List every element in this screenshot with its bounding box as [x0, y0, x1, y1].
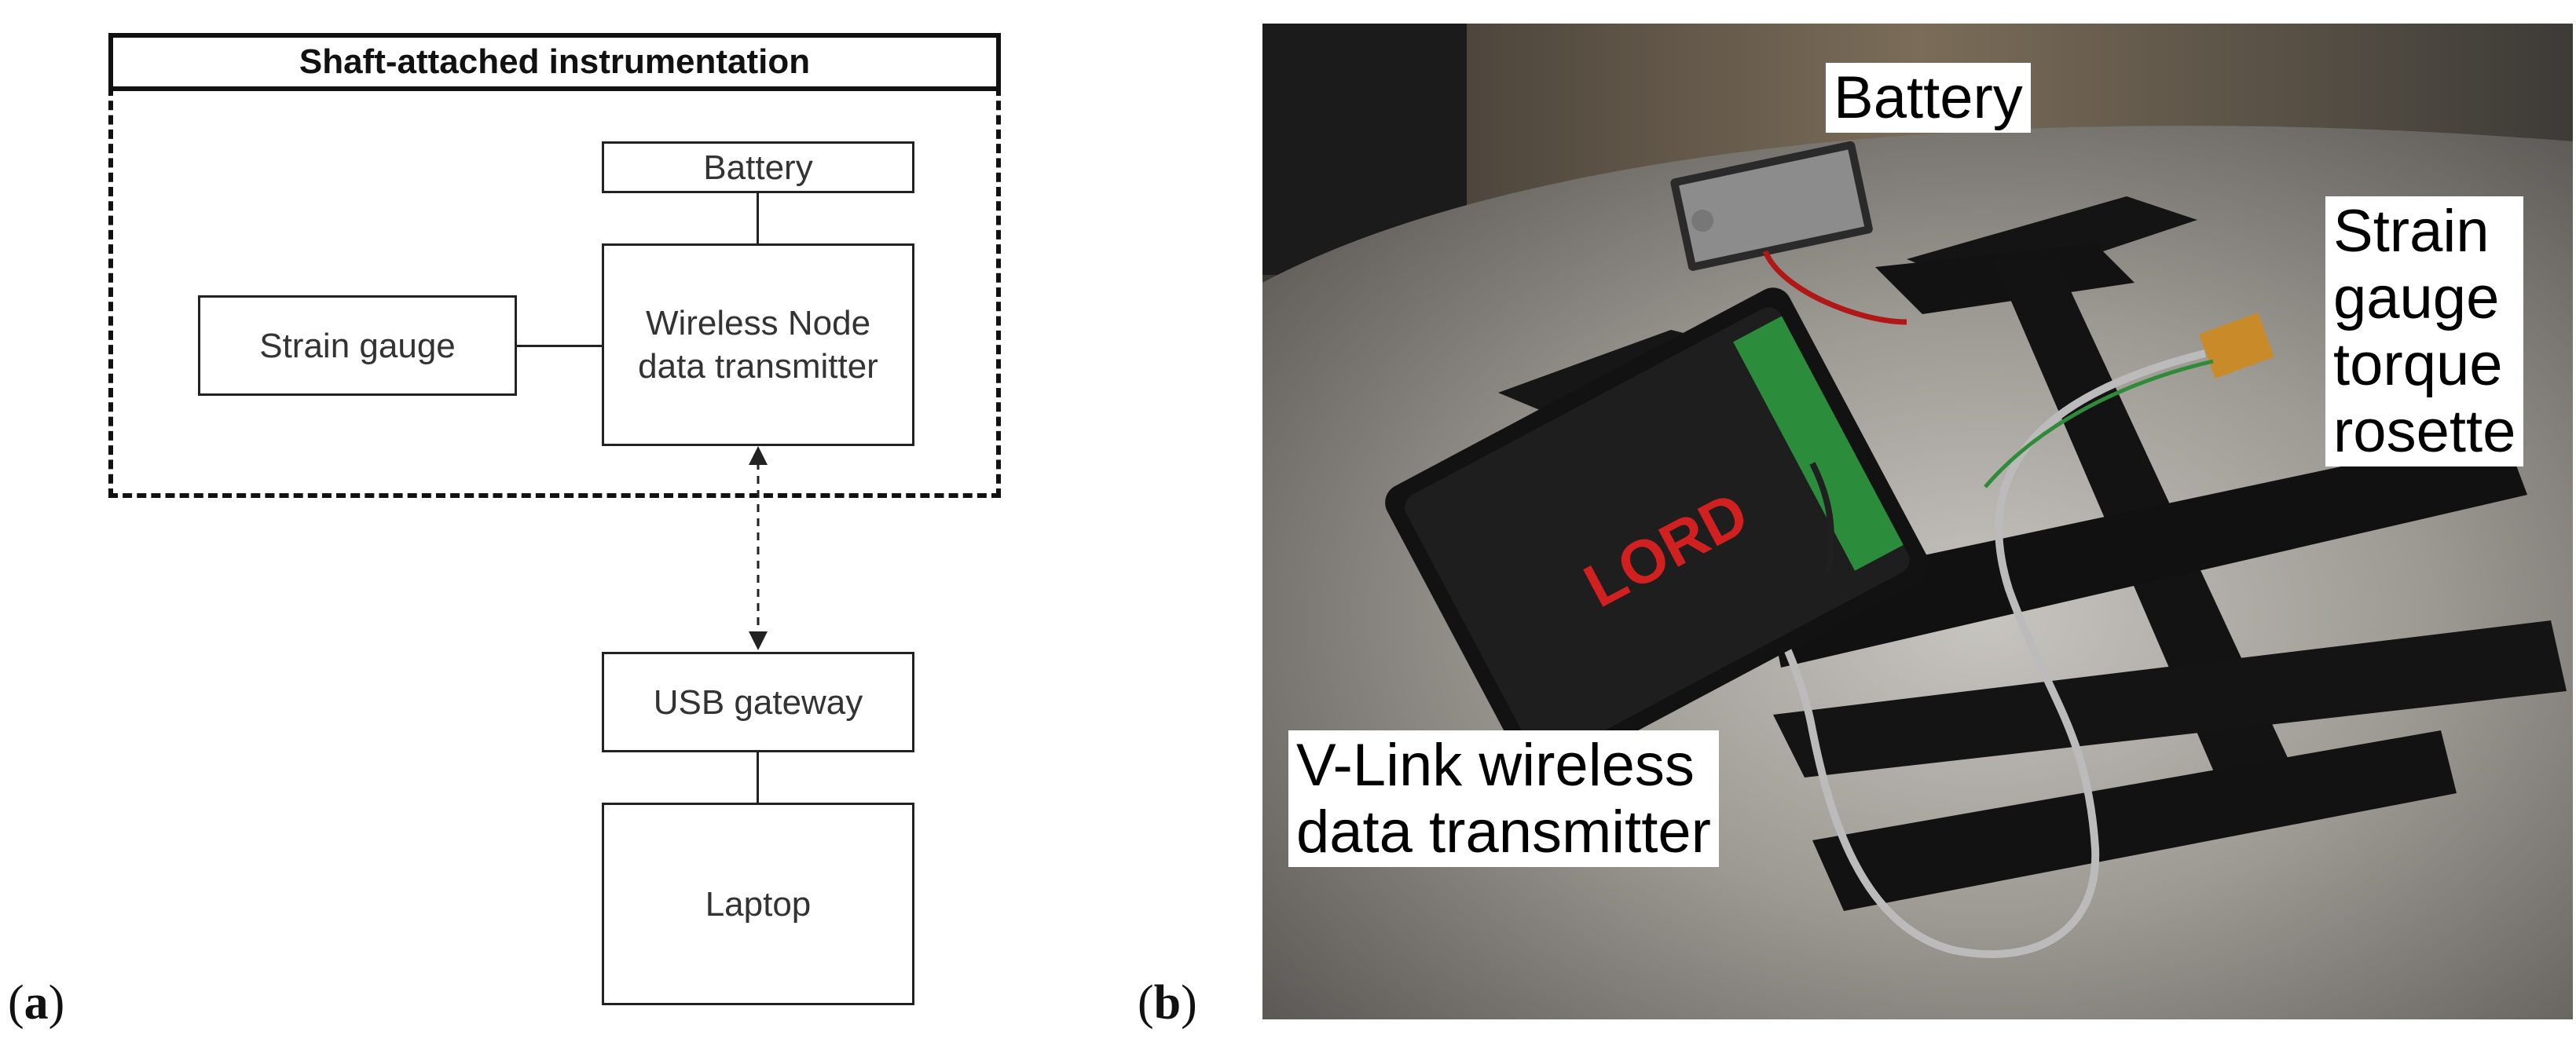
panel-a-letter: (a) [8, 976, 65, 1030]
strain-callout-line2: gauge [2333, 265, 2500, 332]
battery-node-connector [757, 193, 759, 243]
strain-callout-line4: rosette [2333, 398, 2516, 466]
usb-gateway-label: USB gateway [653, 682, 863, 722]
wireless-link-arrow [749, 446, 768, 650]
vlink-callout-line1: V-Link wireless [1296, 732, 1695, 799]
laptop-label: Laptop [705, 884, 812, 924]
laptop-box: Laptop [602, 803, 914, 1005]
battery-callout: Battery [1826, 63, 2031, 134]
setup-photograph: LORD [1262, 24, 2573, 1019]
instrumentation-group-title: Shaft-attached instrumentation [108, 33, 1001, 91]
wireless-node-label-line2: data transmitter [638, 347, 878, 386]
gauge-node-connector [517, 345, 602, 347]
wireless-node-label-line1: Wireless Node [645, 304, 871, 342]
battery-box: Battery [602, 141, 914, 193]
vlink-callout-line2: data transmitter [1296, 799, 1711, 866]
strain-callout-line3: torque [2333, 331, 2503, 399]
gateway-laptop-connector [757, 752, 759, 803]
vlink-callout: V-Link wireless data transmitter [1288, 730, 1719, 868]
strain-gauge-box: Strain gauge [198, 295, 517, 396]
battery-callout-text: Battery [1834, 64, 2023, 131]
strain-callout-line1: Strain [2333, 198, 2490, 265]
panel-b-letter: (b) [1138, 976, 1197, 1030]
photo-illustration: LORD [1262, 24, 2573, 1019]
wireless-node-box: Wireless Node data transmitter [602, 243, 914, 446]
usb-gateway-box: USB gateway [602, 652, 914, 752]
strain-gauge-label: Strain gauge [259, 326, 456, 365]
battery-label: Battery [703, 148, 813, 187]
strain-gauge-callout: Strain gauge torque rosette [2325, 196, 2524, 467]
